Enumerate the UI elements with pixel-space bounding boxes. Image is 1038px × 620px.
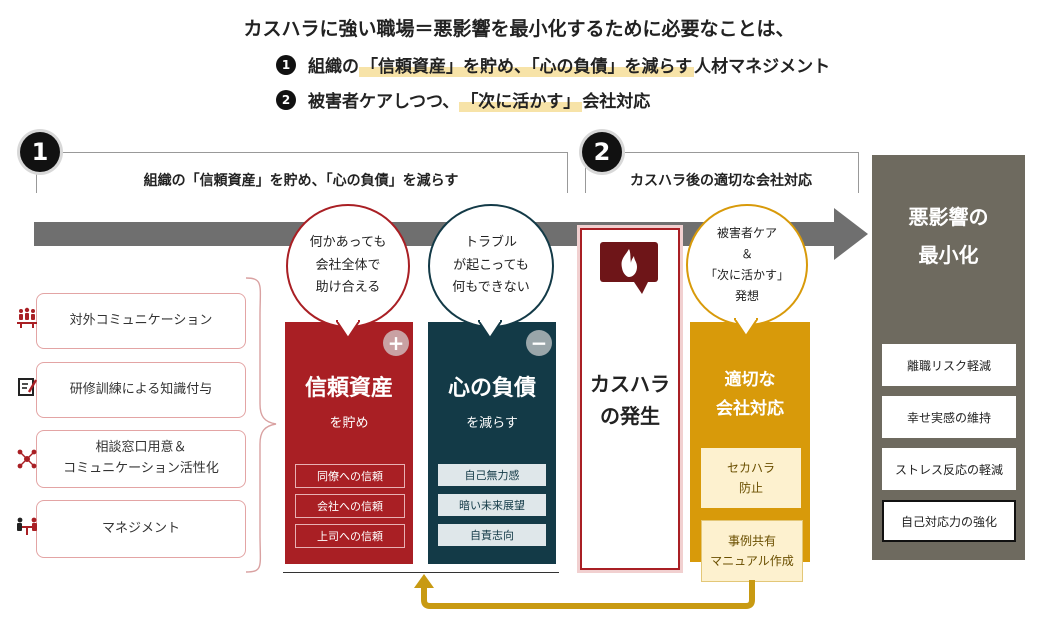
- left-item-label: 対外コミュニケーション: [69, 312, 213, 328]
- feedback-loop-arrow: [414, 574, 755, 609]
- network-icon: [17, 449, 37, 469]
- debt-card-subtitle: を減らす: [466, 416, 518, 431]
- point-1-number: 1: [276, 54, 296, 75]
- trust-item: 会社への信頼: [295, 494, 405, 518]
- left-item-management: マネジメント: [36, 500, 246, 558]
- trust-bubble: 何かあっても 会社全体で 助け合える: [286, 204, 410, 328]
- debt-item: 暗い未来展望: [438, 494, 546, 516]
- left-item-consultation: 相談窓口用意＆ コミュニケーション活性化: [36, 430, 246, 488]
- debt-item: 自責志向: [438, 524, 546, 546]
- trust-card-subtitle: を貯め: [329, 416, 369, 431]
- left-item-label: 研修訓練による知識付与: [69, 381, 213, 397]
- point-2-pre: 被害者ケアしつつ、: [308, 92, 460, 112]
- outcome-title: 悪影響の 最小化: [908, 205, 989, 267]
- minus-icon: −: [526, 330, 552, 356]
- debt-card-title: 心の負債: [447, 376, 536, 401]
- response-item: セカハラ 防止: [701, 448, 801, 508]
- trust-bubble-tail: [336, 320, 360, 340]
- response-bubble-tail: [734, 318, 758, 338]
- section-2-bracket: [585, 152, 859, 193]
- debt-item: 自己無力感: [438, 464, 546, 486]
- point-1-pre: 組織の: [308, 57, 359, 77]
- section-1-bracket: [36, 152, 568, 193]
- training-board-icon: [18, 378, 38, 396]
- section-2-label: カスハラ後の適切な会社対応: [630, 173, 812, 189]
- point-1: 1 組織の「信頼資産」を貯め、「心の負債」を減らす人材マネジメント: [276, 52, 830, 77]
- incident-card: カスハラ の発生: [580, 228, 680, 570]
- fire-speech-icon: [600, 242, 658, 294]
- response-bubble: 被害者ケア ＆ 「次に活かす」 発想: [686, 204, 808, 326]
- trust-item: 同僚への信頼: [295, 464, 405, 488]
- response-title: 適切な 会社対応: [716, 370, 784, 419]
- debt-bubble: トラブル が起こっても 何もできない: [428, 204, 554, 328]
- section-1-label: 組織の「信頼資産」を貯め、「心の負債」を減らす: [143, 173, 459, 189]
- trust-card: + 信頼資産 を貯め 同僚への信頼 会社への信頼 上司への信頼: [285, 322, 413, 564]
- left-item-label: 相談窓口用意＆ コミュニケーション活性化: [63, 440, 219, 476]
- point-2-post: 会社対応: [582, 92, 651, 112]
- point-1-highlight: 「信頼資産」を貯め、「心の負債」を減らす: [359, 52, 695, 77]
- outcome-item: ストレス反応の軽減: [882, 448, 1016, 490]
- section-1-number: 1: [20, 132, 60, 172]
- left-item-label: マネジメント: [101, 520, 180, 536]
- point-1-post: 人材マネジメント: [694, 57, 831, 77]
- left-item-training: 研修訓練による知識付与: [36, 362, 246, 418]
- point-2-number: 2: [276, 89, 296, 110]
- section-2-number: 2: [582, 132, 622, 172]
- people-group-icon: [17, 307, 37, 328]
- left-item-external-communication: 対外コミュニケーション: [36, 293, 246, 349]
- incident-title: カスハラ の発生: [590, 372, 670, 428]
- outcome-item: 幸せ実感の維持: [882, 396, 1016, 438]
- trust-card-title: 信頼資産: [304, 376, 393, 401]
- left-brace: [245, 277, 277, 573]
- trust-item: 上司への信頼: [295, 524, 405, 548]
- response-item: 事例共有 マニュアル作成: [701, 520, 803, 582]
- outcome-item: 離職リスク軽減: [882, 344, 1016, 386]
- bottom-rule: [283, 572, 559, 573]
- meeting-icon: [17, 517, 37, 535]
- debt-card: − 心の負債 を減らす 自己無力感 暗い未来展望 自責志向: [428, 322, 556, 564]
- point-2: 2 被害者ケアしつつ、「次に活かす」会社対応: [276, 87, 650, 112]
- outcome-item-highlighted: 自己対応力の強化: [882, 500, 1016, 542]
- point-2-highlight: 「次に活かす」: [459, 87, 583, 112]
- headline: カスハラに強い職場＝悪影響を最小化するために必要なことは、: [243, 18, 795, 40]
- plus-icon: +: [383, 330, 409, 356]
- debt-bubble-tail: [478, 320, 502, 340]
